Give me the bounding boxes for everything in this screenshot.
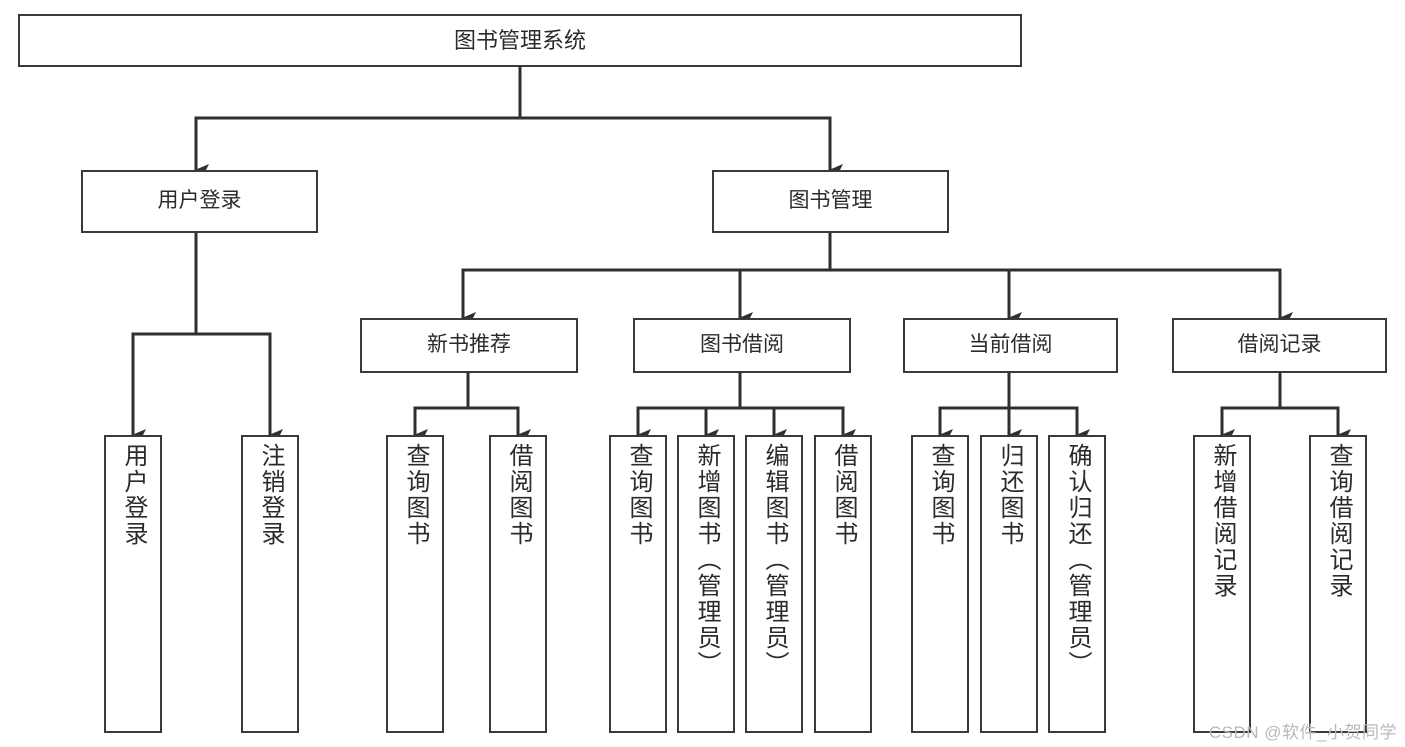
node-leaf-logout-label: 注销登录 bbox=[257, 443, 284, 547]
node-leaf-user-login[interactable]: 用户登录 bbox=[104, 435, 162, 733]
node-leaf-add-book[interactable]: 新增图书（管理员） bbox=[677, 435, 735, 733]
node-book-borrow[interactable]: 图书借阅 bbox=[633, 318, 851, 373]
node-leaf-confirm-return-label: 确认归还（管理员） bbox=[1064, 443, 1091, 677]
node-borrow-record[interactable]: 借阅记录 bbox=[1172, 318, 1387, 373]
node-borrow-record-label: 借阅记录 bbox=[1237, 333, 1322, 357]
node-new-book-recommend-label: 新书推荐 bbox=[427, 333, 511, 357]
node-user-login-label: 用户登录 bbox=[157, 189, 242, 213]
node-leaf-add-book-label: 新增图书（管理员） bbox=[693, 443, 720, 677]
node-leaf-query-book-1[interactable]: 查询图书 bbox=[386, 435, 444, 733]
node-new-book-recommend[interactable]: 新书推荐 bbox=[360, 318, 578, 373]
csdn-watermark: CSDN @软件_小贺同学 bbox=[1208, 723, 1397, 742]
node-leaf-add-record-label: 新增借阅记录 bbox=[1209, 443, 1236, 599]
node-leaf-query-book-2[interactable]: 查询图书 bbox=[609, 435, 667, 733]
node-leaf-edit-book[interactable]: 编辑图书（管理员） bbox=[745, 435, 803, 733]
node-leaf-user-login-label: 用户登录 bbox=[120, 443, 147, 547]
node-leaf-query-book-2-label: 查询图书 bbox=[625, 443, 652, 547]
node-leaf-query-book-3[interactable]: 查询图书 bbox=[911, 435, 969, 733]
node-leaf-query-book-3-label: 查询图书 bbox=[927, 443, 954, 547]
node-book-manage[interactable]: 图书管理 bbox=[712, 170, 949, 233]
node-leaf-borrow-book-1[interactable]: 借阅图书 bbox=[489, 435, 547, 733]
node-leaf-borrow-book-2[interactable]: 借阅图书 bbox=[814, 435, 872, 733]
node-current-borrow[interactable]: 当前借阅 bbox=[903, 318, 1118, 373]
node-leaf-borrow-book-1-label: 借阅图书 bbox=[505, 443, 532, 547]
node-leaf-return-book[interactable]: 归还图书 bbox=[980, 435, 1038, 733]
node-root[interactable]: 图书管理系统 bbox=[18, 14, 1022, 67]
node-root-label: 图书管理系统 bbox=[453, 27, 586, 53]
node-leaf-return-book-label: 归还图书 bbox=[996, 443, 1023, 547]
node-user-login[interactable]: 用户登录 bbox=[81, 170, 318, 233]
node-leaf-query-record[interactable]: 查询借阅记录 bbox=[1309, 435, 1367, 733]
node-current-borrow-label: 当前借阅 bbox=[968, 333, 1053, 357]
node-leaf-borrow-book-2-label: 借阅图书 bbox=[830, 443, 857, 547]
node-leaf-logout[interactable]: 注销登录 bbox=[241, 435, 299, 733]
node-book-manage-label: 图书管理 bbox=[788, 189, 873, 213]
node-leaf-add-record[interactable]: 新增借阅记录 bbox=[1193, 435, 1251, 733]
node-leaf-query-record-label: 查询借阅记录 bbox=[1325, 443, 1352, 599]
node-leaf-query-book-1-label: 查询图书 bbox=[402, 443, 429, 547]
node-leaf-confirm-return[interactable]: 确认归还（管理员） bbox=[1048, 435, 1106, 733]
node-book-borrow-label: 图书借阅 bbox=[700, 333, 784, 357]
node-leaf-edit-book-label: 编辑图书（管理员） bbox=[761, 443, 788, 677]
